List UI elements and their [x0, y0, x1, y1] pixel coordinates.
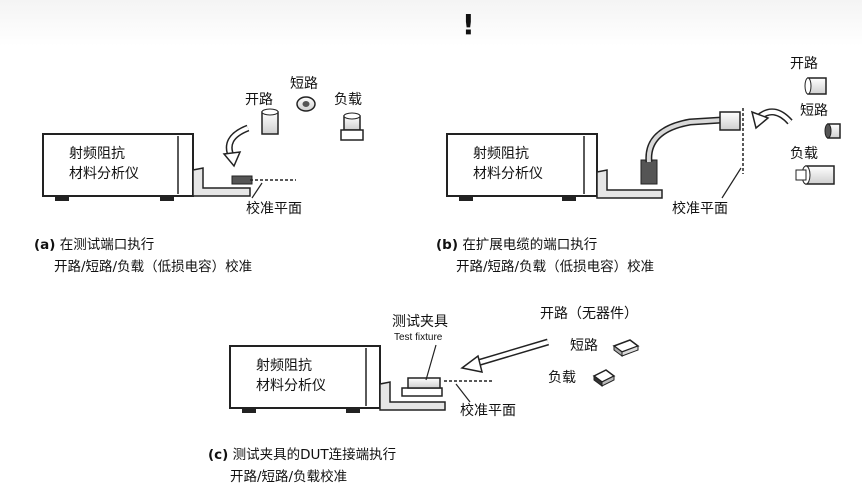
panel-c-analyzer	[229, 345, 381, 413]
panel-c-caption: (c) 测试夹具的DUT连接端执行	[208, 446, 396, 465]
panel-b-caption: (b) 在扩展电缆的端口执行	[436, 236, 597, 255]
panel-a-analyzer	[42, 133, 194, 201]
top-mark: !	[462, 8, 475, 41]
panel-c-test-fixture	[379, 344, 492, 411]
panel-a-open-label: 开路	[245, 92, 273, 108]
panel-a-caption-line1: 在测试端口执行	[59, 237, 155, 253]
panel-b-load-label: 负载	[790, 146, 818, 162]
panel-b-short-standard	[824, 123, 841, 139]
panel-b-open-standard	[804, 77, 827, 95]
panel-c-short-chip	[612, 339, 640, 357]
panel-a-caption-tag: (a)	[34, 237, 56, 253]
panel-c-straight-arrow	[460, 338, 549, 373]
panel-b-load-standard	[795, 165, 835, 185]
panel-a-short-standard	[296, 96, 316, 112]
panel-c-load-chip	[592, 369, 616, 387]
panel-b-instrument-line2: 材料分析仪	[473, 166, 543, 182]
panel-b-extension-cable	[645, 108, 744, 199]
panel-b-plane-label: 校准平面	[672, 201, 728, 217]
panel-b-analyzer	[446, 133, 598, 201]
blurred-header-band	[0, 0, 862, 46]
panel-c-caption-line1: 测试夹具的DUT连接端执行	[232, 447, 397, 463]
panel-b-caption-line1: 在扩展电缆的端口执行	[462, 237, 598, 253]
panel-c-caption-tag: (c)	[208, 447, 229, 463]
panel-a-instrument-line2: 材料分析仪	[69, 166, 139, 182]
panel-a-caption: (a) 在测试端口执行	[34, 236, 154, 255]
panel-c-caption-line2: 开路/短路/负载校准	[230, 469, 348, 485]
panel-b-caption-tag: (b)	[436, 237, 459, 253]
panel-c-plane-label: 校准平面	[460, 403, 516, 419]
panel-a-curved-arrow	[222, 124, 250, 168]
panel-b-test-port	[596, 159, 663, 199]
panel-c-load-label: 负载	[548, 370, 576, 386]
panel-c-fixture-en-label: Test fixture	[394, 332, 443, 343]
panel-a-load-label: 负载	[334, 92, 362, 108]
panel-b-open-label: 开路	[790, 56, 818, 72]
panel-c-fixture-label: 测试夹具	[392, 314, 448, 330]
panel-b-instrument-line1: 射频阻抗	[473, 146, 529, 162]
panel-a-plane-label: 校准平面	[246, 201, 302, 217]
panel-c-open-label: 开路（无器件）	[540, 306, 638, 322]
panel-b-short-label: 短路	[800, 103, 828, 119]
panel-a-short-label: 短路	[290, 76, 318, 92]
panel-c-instrument-line2: 材料分析仪	[256, 378, 326, 394]
panel-a-open-standard	[261, 108, 279, 135]
panel-a-instrument-line1: 射频阻抗	[69, 146, 125, 162]
panel-a-caption-line2: 开路/短路/负载（低损电容）校准	[54, 259, 253, 275]
panel-b-caption-line2: 开路/短路/负载（低损电容）校准	[456, 259, 655, 275]
panel-c-short-label: 短路	[570, 338, 598, 354]
panel-a-test-port	[192, 167, 296, 199]
panel-b-curved-arrow	[750, 108, 793, 130]
panel-a-load-standard	[340, 112, 364, 141]
panel-c-instrument-line1: 射频阻抗	[256, 358, 312, 374]
